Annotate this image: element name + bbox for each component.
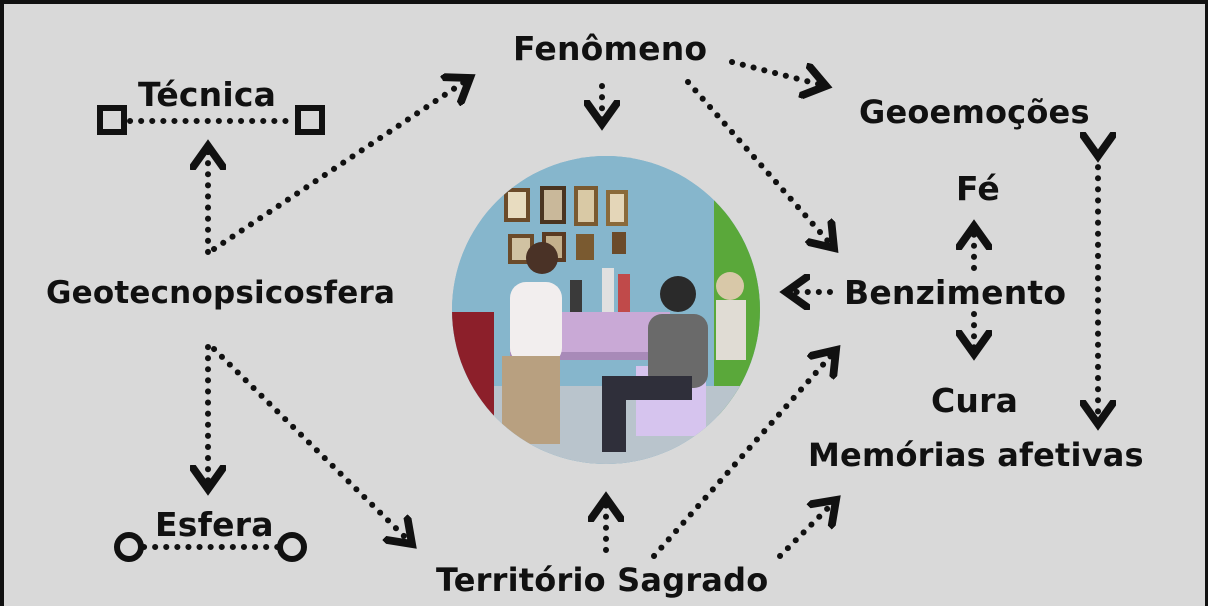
- arrow-territorio-to-benzimento: [651, 350, 836, 559]
- esfera-label: Esfera: [155, 505, 274, 544]
- arrow-fenomeno-to-benzimento: [685, 79, 834, 248]
- arrow-territorio-to-memorias: [777, 500, 836, 559]
- esfera-right-circle: [277, 532, 307, 562]
- benzimento-scene-photo: [452, 156, 760, 464]
- arrow-fenomeno-to-geoemocoes: [729, 59, 826, 86]
- esfera-left-circle: [114, 532, 144, 562]
- tecnica-label: Técnica: [138, 75, 277, 114]
- memorias-afetivas-label: Memórias afetivas: [808, 436, 1144, 474]
- cura-label: Cura: [931, 381, 1019, 420]
- connector-layer: [97, 59, 1208, 562]
- fenomeno-label: Fenômeno: [513, 29, 708, 68]
- benzimento-label: Benzimento: [844, 273, 1067, 312]
- geotecnopsicosfera-label: Geotecnopsicosfera: [46, 275, 396, 311]
- fe-label: Fé: [956, 169, 1000, 208]
- territorio-sagrado-label: Território Sagrado: [436, 561, 769, 599]
- geoemocoes-label: Geoemoções: [859, 93, 1090, 131]
- tecnica-left-square: [97, 105, 127, 135]
- arrow-geo-to-territorio: [211, 346, 412, 544]
- tecnica-right-square: [295, 105, 325, 135]
- arrow-geo-to-fenomeno: [211, 78, 470, 252]
